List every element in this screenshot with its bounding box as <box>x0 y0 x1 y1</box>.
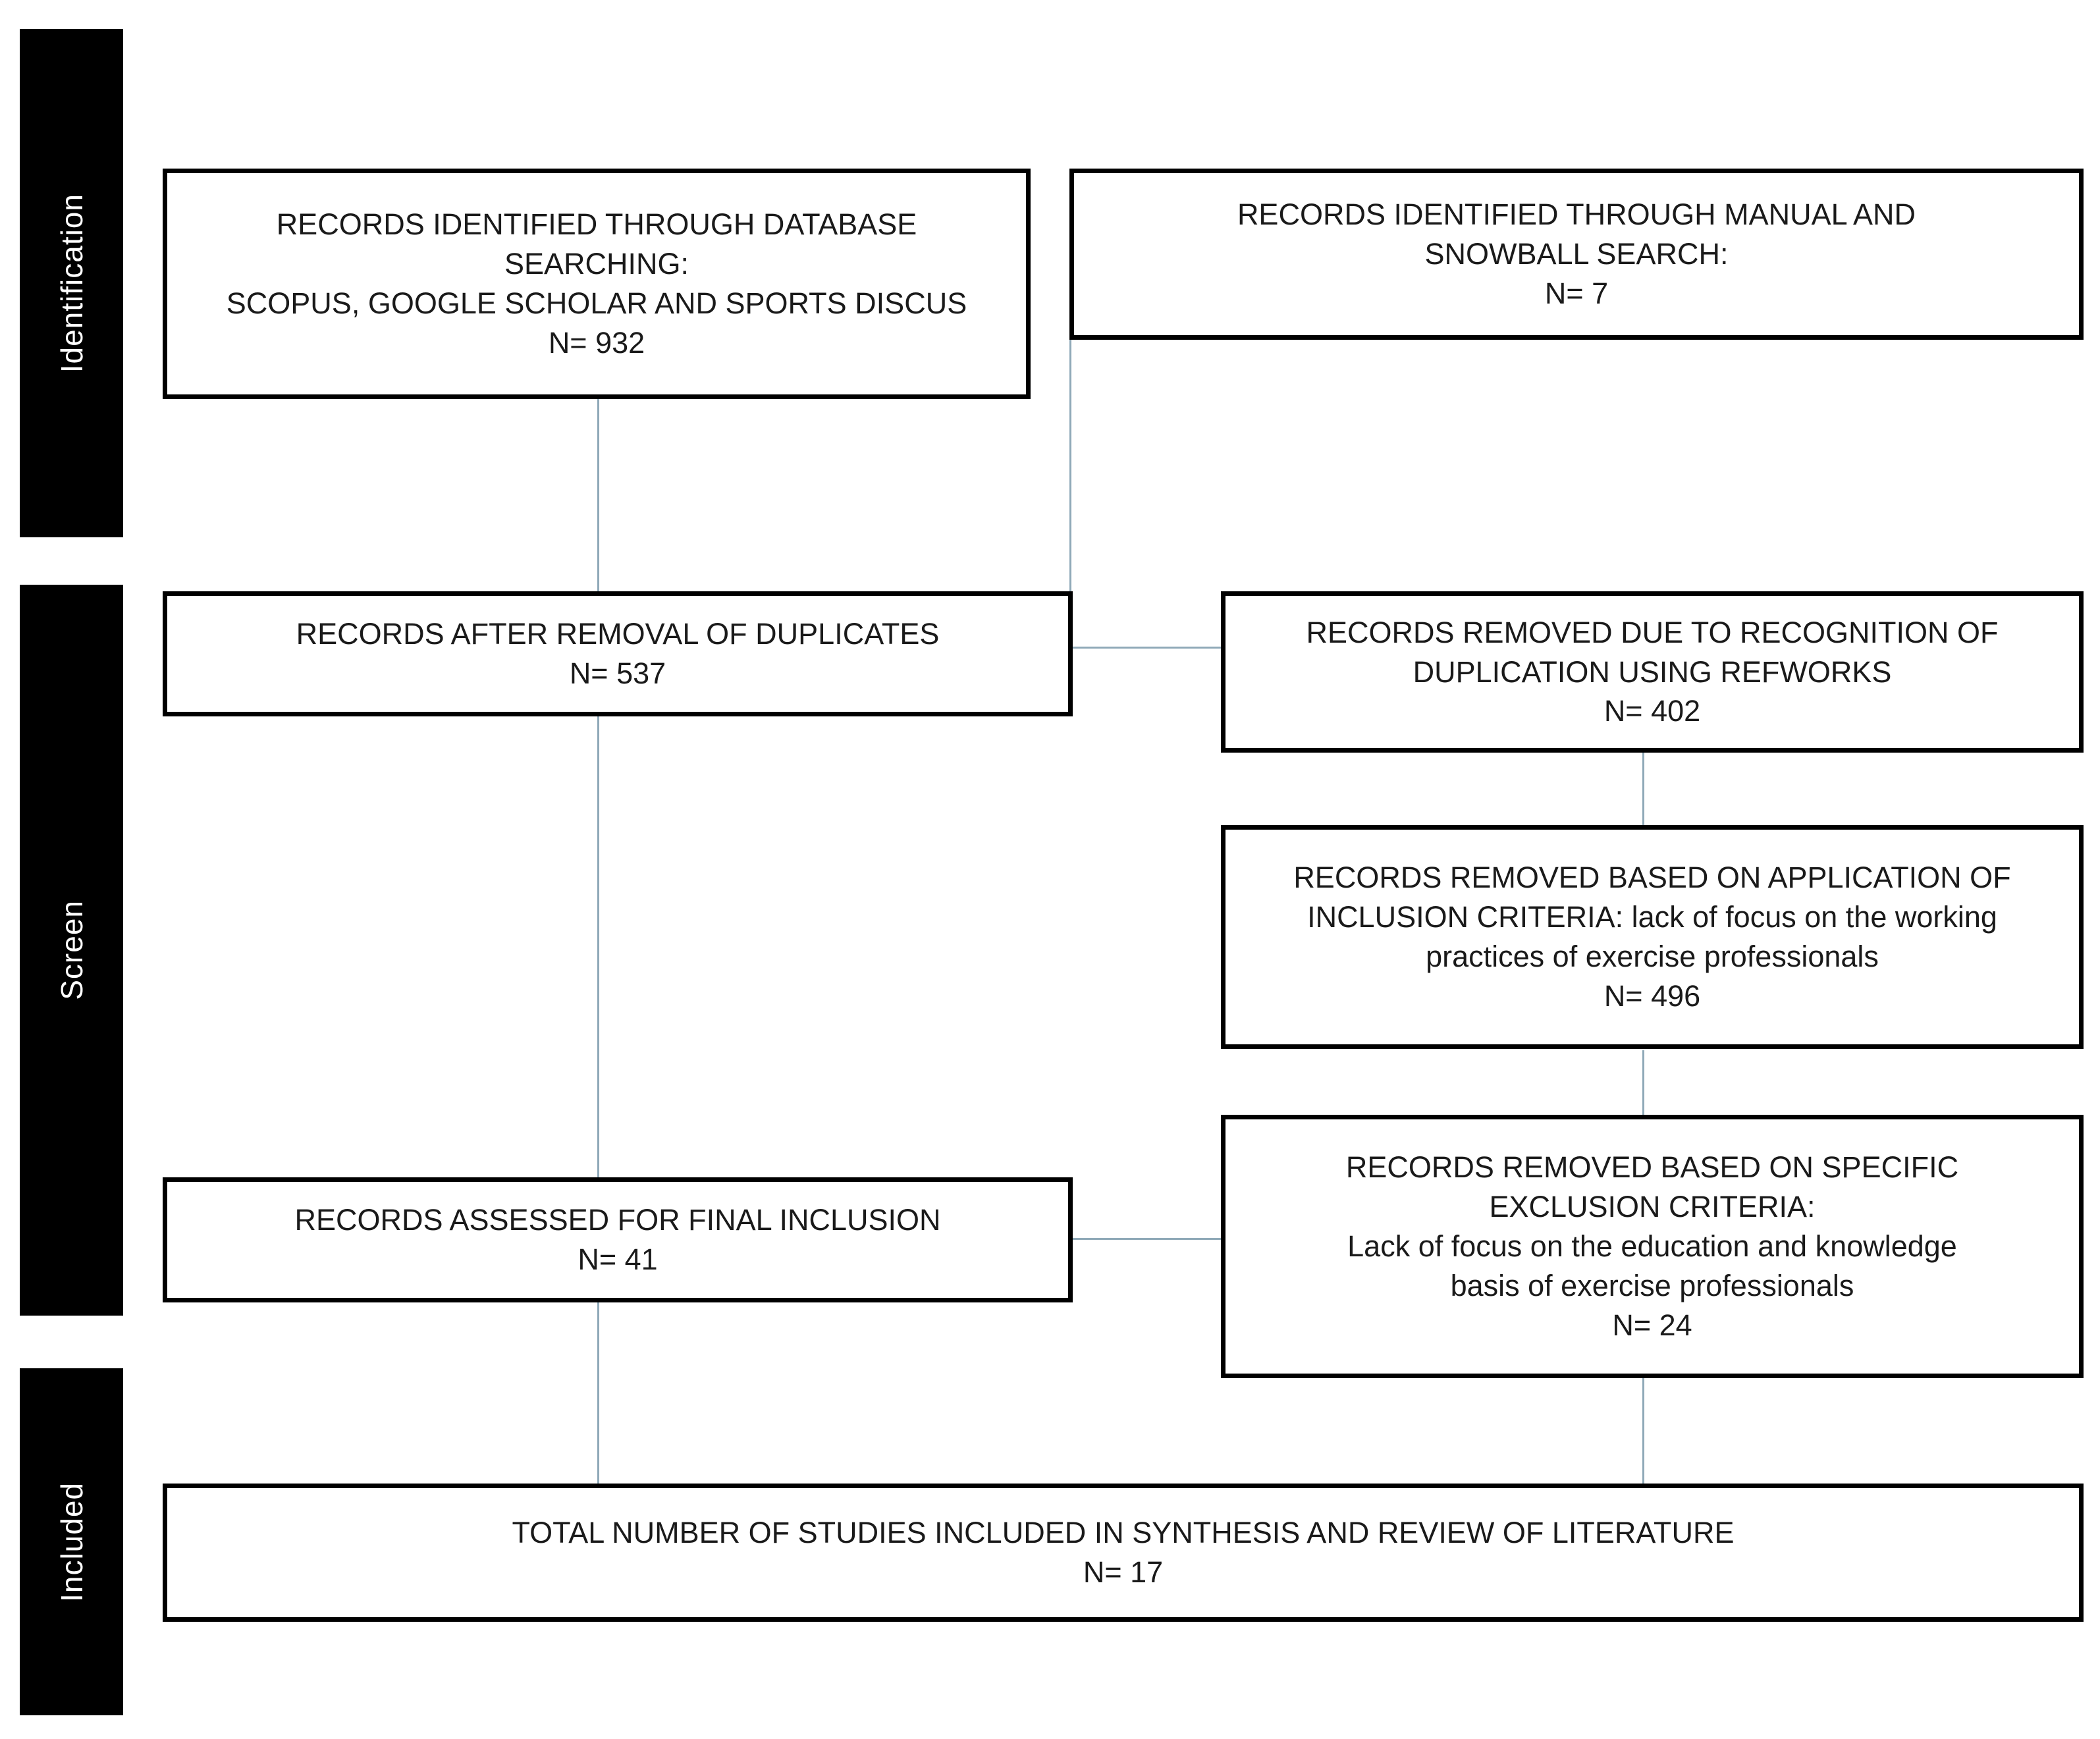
box-line: TOTAL NUMBER OF STUDIES INCLUDED IN SYNT… <box>512 1516 1735 1550</box>
connector-exclusion-to-total <box>1642 1376 1644 1485</box>
box-records-removed-exclusion-criteria: RECORDS REMOVED BASED ON SPECIFIC EXCLUS… <box>1221 1115 2084 1378</box>
box-line: RECORDS REMOVED DUE TO RECOGNITION OF <box>1306 615 1999 649</box>
box-line: RECORDS AFTER REMOVAL OF DUPLICATES <box>296 617 940 651</box>
connector-manual-to-duplicates <box>1069 263 1071 649</box>
box-line: basis of exercise professionals <box>1450 1268 1854 1302</box>
box-line: Lack of focus on the education and knowl… <box>1347 1229 1957 1264</box>
box-line: RECORDS IDENTIFIED THROUGH MANUAL AND <box>1237 198 1916 232</box>
box-count: N= 7 <box>1544 276 1609 310</box>
connector-removed-duplication-to-inclusion <box>1642 751 1644 826</box>
box-records-removed-inclusion-criteria: RECORDS REMOVED BASED ON APPLICATION OF … <box>1221 825 2084 1049</box>
stage-bar-identification: Identification <box>20 29 123 537</box>
box-line: practices of exercise professionals <box>1426 940 1879 973</box>
box-line: SEARCHING: <box>504 247 689 281</box>
box-line: RECORDS REMOVED BASED ON SPECIFIC <box>1345 1150 1959 1185</box>
box-records-removed-duplication: RECORDS REMOVED DUE TO RECOGNITION OF DU… <box>1221 591 2084 753</box>
box-line: EXCLUSION CRITERIA: <box>1489 1190 1816 1224</box>
box-line: SCOPUS, GOOGLE SCHOLAR AND SPORTS DISCUS <box>226 286 967 320</box>
box-count: N= 537 <box>569 656 666 690</box>
connector-database-to-duplicates <box>597 395 599 593</box>
box-records-after-removal-duplicates: RECORDS AFTER REMOVAL OF DUPLICATES N= 5… <box>163 591 1073 716</box>
box-count: N= 41 <box>578 1243 658 1276</box>
box-line: INCLUSION CRITERIA: lack of focus on the… <box>1307 900 1997 934</box>
box-records-identified-manual: RECORDS IDENTIFIED THROUGH MANUAL AND SN… <box>1069 169 2084 340</box>
connector-assessed-to-exclusion <box>1069 1238 1221 1240</box>
box-total-studies-included: TOTAL NUMBER OF STUDIES INCLUDED IN SYNT… <box>163 1484 2084 1622</box>
box-count: N= 24 <box>1612 1308 1692 1342</box>
box-records-assessed-final-inclusion: RECORDS ASSESSED FOR FINAL INCLUSION N= … <box>163 1177 1073 1302</box>
box-line: RECORDS ASSESSED FOR FINAL INCLUSION <box>294 1203 941 1237</box>
stage-bar-included: Included <box>20 1368 123 1715</box>
connector-inclusion-to-exclusion <box>1642 1050 1644 1116</box>
box-count: N= 17 <box>1083 1555 1164 1589</box>
box-line: RECORDS REMOVED BASED ON APPLICATION OF <box>1293 861 2011 895</box>
stage-label-screen: Screen <box>54 900 89 1000</box>
box-line: RECORDS IDENTIFIED THROUGH DATABASE <box>276 207 917 242</box>
box-line: DUPLICATION USING REFWORKS <box>1413 655 1892 689</box>
connector-assessed-to-total <box>597 1300 599 1485</box>
box-count: N= 402 <box>1603 694 1701 728</box>
box-count: N= 932 <box>548 325 645 360</box>
connector-duplicates-to-assessed <box>597 716 599 1177</box>
box-records-identified-database: RECORDS IDENTIFIED THROUGH DATABASE SEAR… <box>163 169 1031 399</box>
stage-bar-screen: Screen <box>20 585 123 1316</box>
stage-label-identification: Identification <box>54 193 89 373</box>
connector-duplicates-to-removed-duplication <box>1069 647 1221 649</box>
box-line: SNOWBALL SEARCH: <box>1424 237 1729 271</box>
stage-label-included: Included <box>54 1482 89 1602</box>
box-count: N= 496 <box>1603 978 1701 1013</box>
